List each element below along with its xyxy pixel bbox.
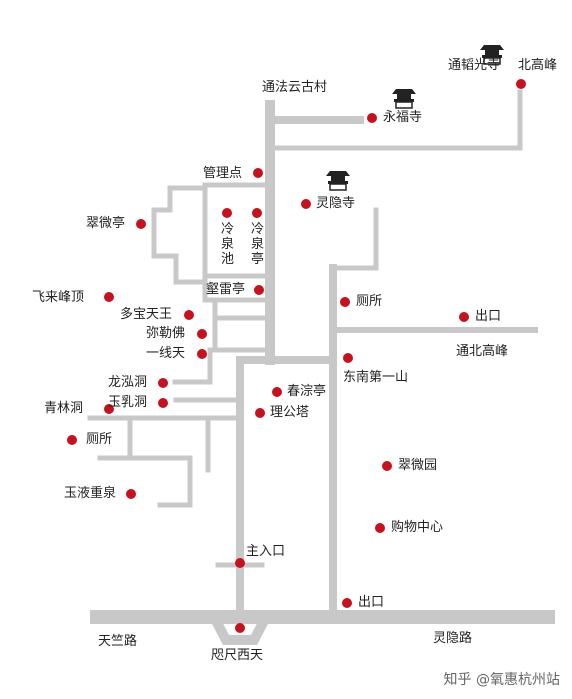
label-cuiwei-garden: 翠微园 [398,458,438,473]
label-shopping-center: 购物中心 [391,520,444,535]
poi-dot[interactable] [197,329,207,339]
label-lengquan-pool: 冷泉池 [220,222,234,267]
label-yongfu-temple: 永福寺 [383,110,423,125]
label-main-entrance: 主入口 [246,544,286,559]
label-southeast-first-mountain: 东南第一山 [343,370,409,385]
inner-west-path [212,297,271,353]
poi-dot[interactable] [301,199,311,209]
poi-dot[interactable] [516,79,526,89]
watermark: 知乎 @氧惠杭州站 [443,672,560,688]
poi-dot[interactable] [255,408,265,418]
poi-dot[interactable] [222,208,232,218]
label-tonghe-village: 通法云古村 [262,80,328,95]
poi-dot[interactable] [184,310,194,320]
label-toilet-2: 厕所 [86,432,113,447]
poi-dot[interactable] [158,398,168,408]
label-tongtao-temple: 通韬光寺 [448,58,501,73]
label-cuiwei-pavilion: 翠微亭 [86,216,126,231]
label-zhichi-xitian: 咫尺西天 [211,648,264,663]
label-lingyin-temple: 灵隐寺 [316,196,356,211]
label-longhong-cave: 龙泓洞 [108,375,148,390]
label-exit-2: 出口 [358,595,385,610]
label-duobao-tianwang: 多宝天王 [120,307,173,322]
label-chuncong-pavilion: 春淙亭 [287,384,327,399]
label-tongbei-gaofeng: 通北高峰 [456,344,509,359]
label-hulei-pavilion: 壑雷亭 [206,282,246,297]
poi-dot[interactable] [272,387,282,397]
poi-dot[interactable] [367,113,377,123]
poi-dot[interactable] [382,461,392,471]
label-maitreya: 弥勒佛 [146,326,186,341]
label-management: 管理点 [203,166,243,181]
poi-dot[interactable] [254,285,264,295]
temple-icon [392,89,416,109]
label-lingyin-road: 灵隐路 [433,631,473,646]
poi-dot[interactable] [104,292,114,302]
poi-dot[interactable] [158,378,168,388]
label-lengquan-pavilion: 冷泉亭 [250,222,264,267]
temple-icon [326,171,350,191]
entrance-approach-road [207,610,273,645]
cave-path-1 [172,347,213,385]
poi-dot[interactable] [375,523,385,533]
outer-west-loop [151,185,203,285]
poi-dot[interactable] [235,558,245,568]
poi-dot[interactable] [340,297,350,307]
poi-dot[interactable] [126,489,136,499]
label-toilet-1: 厕所 [356,294,383,309]
poi-dot[interactable] [252,208,262,218]
lingyin-branch [330,207,379,271]
poi-dot[interactable] [343,353,353,363]
poi-dot[interactable] [197,349,207,359]
label-yuye-chongquan: 玉液重泉 [64,486,117,501]
southwest-path [127,415,193,508]
label-yuru-cave: 玉乳洞 [108,395,148,410]
label-qinglin-cave: 青林洞 [44,401,84,416]
poi-dot[interactable] [136,219,146,229]
north-peak-road [271,89,523,151]
temple-icon [480,45,504,65]
poi-dot[interactable] [235,623,245,633]
label-tianzhu-road: 天竺路 [98,634,138,649]
label-feilai-peak-top: 飞来峰顶 [32,290,85,305]
poi-dot[interactable] [67,435,77,445]
label-exit-1: 出口 [475,309,502,324]
label-north-peak: 北高峰 [518,58,558,73]
label-ligong-pagoda: 理公塔 [270,405,310,420]
poi-dot[interactable] [342,598,352,608]
label-yixiantian: 一线天 [146,346,186,361]
poi-dot[interactable] [459,312,469,322]
poi-dot[interactable] [104,404,114,414]
west-loop [202,182,271,303]
poi-dot[interactable] [253,168,263,178]
